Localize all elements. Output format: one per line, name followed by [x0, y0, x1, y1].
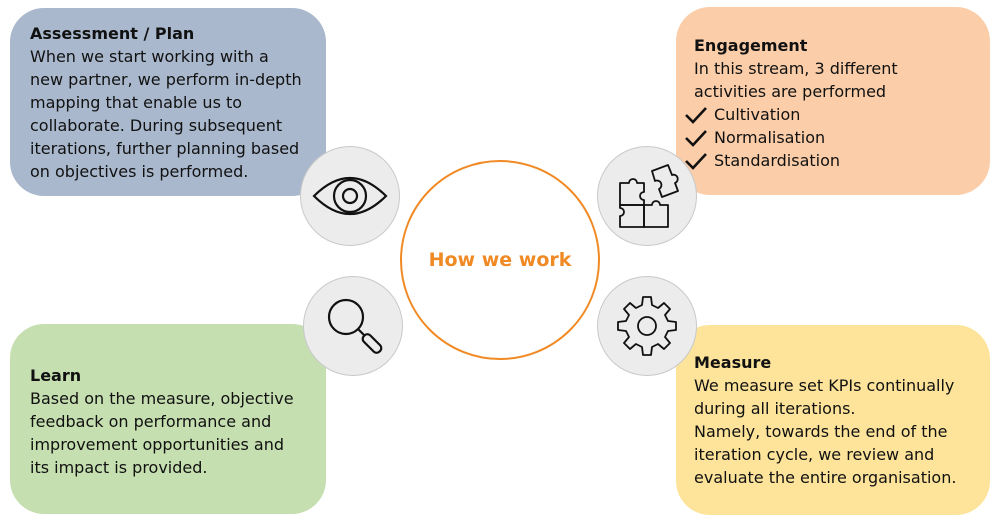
magnifier-icon-circle	[303, 276, 403, 376]
assessment-text-line: on objectives is performed.	[30, 162, 249, 181]
measure-box: Measure We measure set KPIs continually …	[676, 325, 990, 515]
center-circle: How we work	[400, 160, 600, 360]
learn-text-line: Based on the measure, objective	[30, 389, 294, 408]
checklist-item-label: Cultivation	[714, 105, 801, 124]
learn-text-line: feedback on performance and	[30, 412, 272, 431]
checklist-item-label: Normalisation	[714, 128, 826, 147]
center-label: How we work	[428, 249, 572, 271]
assessment-plan-box: Assessment / Plan When we start working …	[10, 8, 326, 196]
gear-icon	[617, 296, 677, 356]
assessment-text-line: When we start working with a	[30, 47, 269, 66]
gear-icon-circle	[597, 276, 697, 376]
puzzle-icon	[619, 164, 679, 228]
eye-icon-circle	[300, 146, 400, 246]
measure-text-line: Namely, towards the end of the	[694, 422, 948, 441]
checkmark-icon	[685, 129, 707, 147]
learn-box: Learn Based on the measure, objective fe…	[10, 324, 326, 514]
learn-text-line: improvement opportunities and	[30, 435, 284, 454]
learn-text-line: its impact is provided.	[30, 458, 208, 477]
checklist-item-standardisation: Standardisation	[685, 149, 976, 172]
measure-text-line: evaluate the entire organisation.	[694, 468, 957, 487]
magnifier-icon	[327, 298, 383, 354]
eye-icon	[312, 176, 388, 216]
measure-text-line: We measure set KPIs continually	[694, 376, 955, 395]
engagement-box: Engagement In this stream, 3 different a…	[676, 7, 990, 195]
checkmark-icon	[685, 152, 707, 170]
checklist-item-cultivation: Cultivation	[685, 103, 976, 126]
assessment-text-line: mapping that enable us to	[30, 93, 243, 112]
assessment-title: Assessment / Plan	[30, 24, 195, 43]
checklist-item-label: Standardisation	[714, 151, 841, 170]
measure-text-line: during all iterations.	[694, 399, 856, 418]
engagement-title: Engagement	[694, 36, 808, 55]
assessment-text-line: new partner, we perform in-depth	[30, 70, 302, 89]
assessment-text-line: collaborate. During subsequent	[30, 116, 283, 135]
checklist-item-normalisation: Normalisation	[685, 126, 976, 149]
assessment-text-line: iterations, further planning based	[30, 139, 300, 158]
measure-text-line: iteration cycle, we review and	[694, 445, 935, 464]
measure-title: Measure	[694, 353, 772, 372]
learn-title: Learn	[30, 366, 82, 385]
puzzle-icon-circle	[597, 146, 697, 246]
engagement-text-line: activities are performed	[694, 82, 887, 101]
checkmark-icon	[685, 106, 707, 124]
engagement-text-line: In this stream, 3 different	[694, 59, 898, 78]
